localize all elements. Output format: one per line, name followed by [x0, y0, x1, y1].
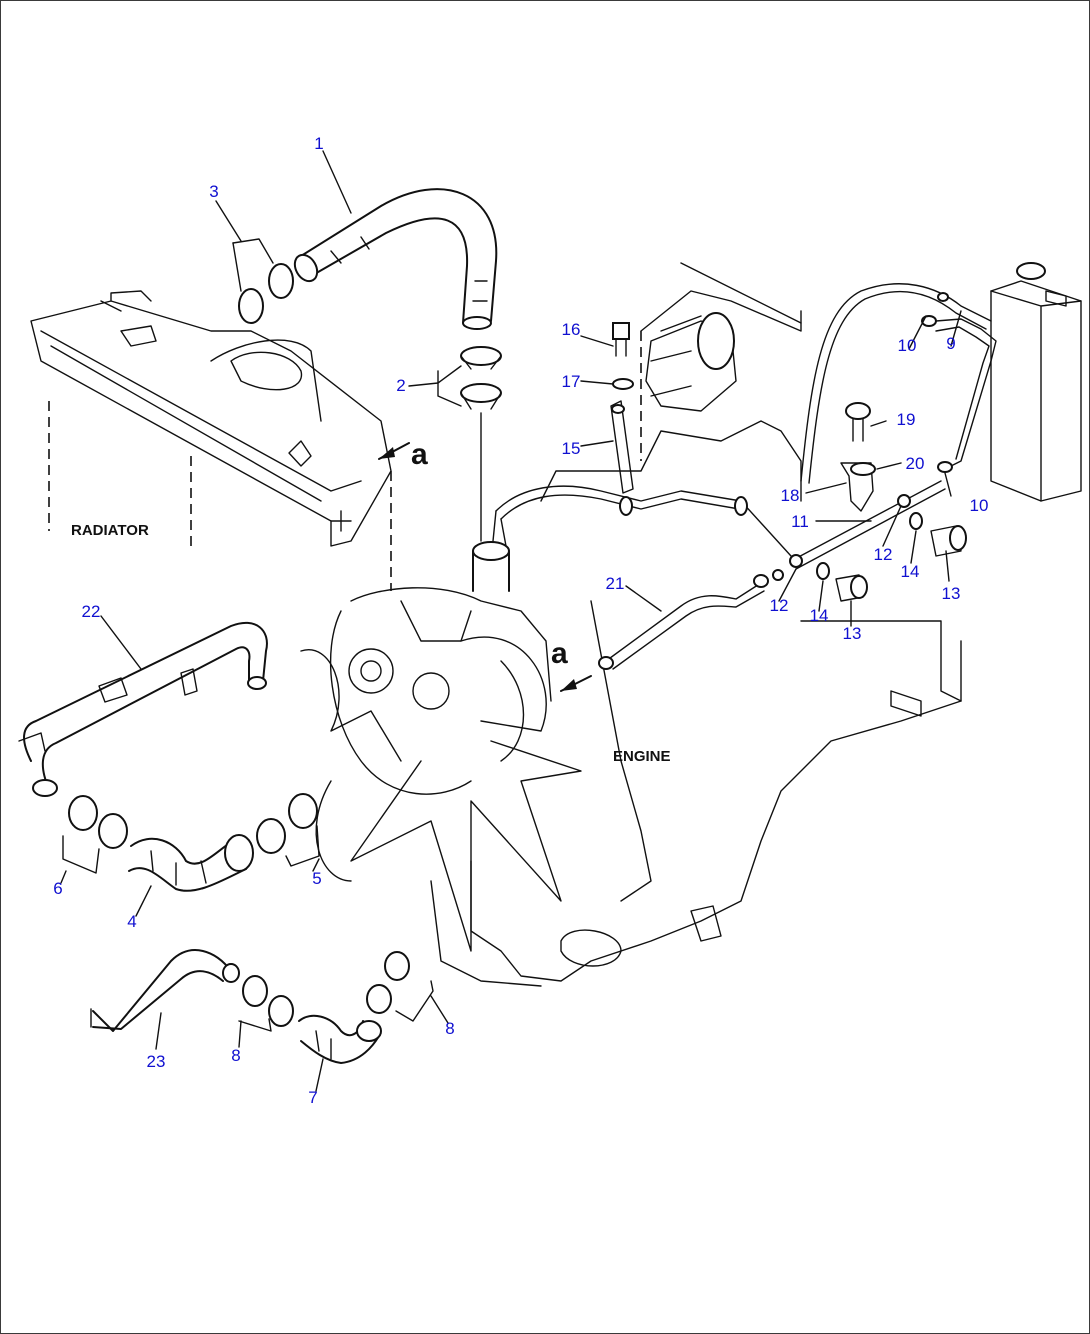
overflow-hose: [800, 283, 997, 484]
callout-22: 22: [82, 602, 101, 621]
callout-12b: 12: [770, 596, 789, 615]
fitting-12b: [789, 554, 803, 568]
washer-20: [850, 462, 876, 476]
hose-22: [18, 621, 268, 797]
bracket-18: [840, 462, 874, 512]
callout-8b: 8: [445, 1019, 454, 1038]
hose-clamps-2: [437, 346, 502, 542]
hose-clamps-8a: [238, 975, 294, 1032]
view-mark-middle: a: [551, 637, 568, 670]
callout-15: 15: [562, 439, 581, 458]
radiator: [30, 290, 392, 591]
lower-hose-4: [128, 834, 254, 892]
leader-lines: [60, 150, 962, 1092]
engine-label: ENGINE: [613, 748, 671, 765]
hose-clamps-6: [62, 795, 128, 874]
hose-7: [298, 1014, 382, 1064]
callout-20: 20: [906, 454, 925, 473]
callout-2: 2: [396, 376, 405, 395]
callout-6: 6: [53, 879, 62, 898]
bolt-19: [845, 402, 871, 442]
fitting-12a: [897, 494, 911, 508]
callouts: 1 2 3 4 5 6 7 8 8 9 10 10 11 12 12 13 13…: [53, 134, 988, 1107]
callout-14a: 14: [901, 562, 920, 581]
callout-19: 19: [897, 410, 916, 429]
washer-14b: [816, 562, 830, 580]
callout-8a: 8: [231, 1046, 240, 1065]
connector-13b: [835, 574, 868, 602]
callout-11: 11: [791, 512, 809, 531]
hose-clamps-3: [232, 238, 294, 324]
hose-clamps-8b: [366, 951, 434, 1022]
callout-13a: 13: [942, 584, 961, 603]
callout-18: 18: [781, 486, 800, 505]
hose-21: [598, 569, 784, 670]
bolt-16: [612, 322, 630, 357]
callout-13b: 13: [843, 624, 862, 643]
callout-3: 3: [209, 182, 218, 201]
callout-4: 4: [127, 912, 136, 931]
view-mark-top: a: [411, 438, 428, 471]
callout-23: 23: [147, 1052, 166, 1071]
view-arrow-middle: [560, 675, 592, 692]
callout-5: 5: [312, 869, 321, 888]
reservoir-tank: [990, 262, 1082, 502]
hose-23: [90, 949, 240, 1032]
callout-9: 9: [946, 334, 955, 353]
hose-clamps-5: [256, 793, 320, 867]
sensor-housing: [645, 312, 737, 412]
washer-14a: [909, 512, 923, 530]
washer-17: [612, 378, 634, 390]
callout-12a: 12: [874, 545, 893, 564]
view-arrow-top: [378, 442, 410, 460]
callout-16: 16: [562, 320, 581, 339]
connector-13a: [930, 525, 967, 557]
radiator-label: RADIATOR: [71, 522, 149, 539]
callout-7: 7: [308, 1088, 317, 1107]
callout-10b: 10: [970, 496, 989, 515]
engine-block: [430, 262, 962, 987]
bracket-15: [610, 400, 634, 494]
callout-14b: 14: [810, 606, 829, 625]
bypass-hose: [492, 485, 792, 557]
callout-17: 17: [562, 372, 581, 391]
callout-1: 1: [314, 134, 323, 153]
callout-21: 21: [606, 574, 625, 593]
upper-radiator-hose: [293, 188, 498, 330]
water-pump-fan: [300, 541, 582, 952]
callout-10a: 10: [898, 336, 917, 355]
